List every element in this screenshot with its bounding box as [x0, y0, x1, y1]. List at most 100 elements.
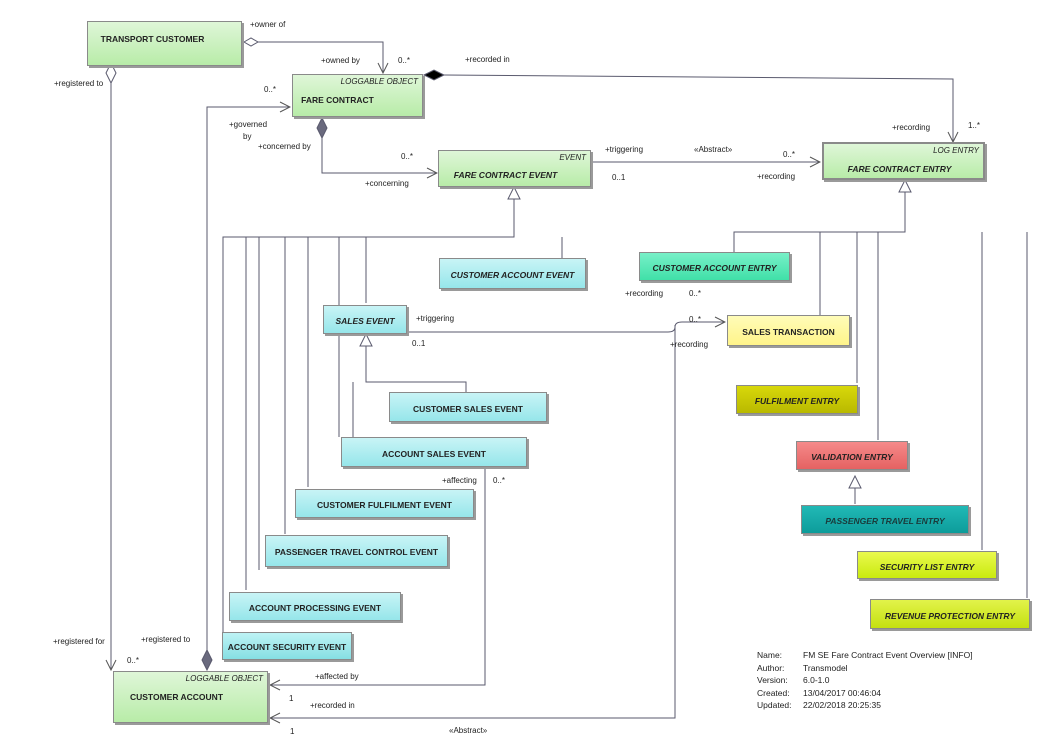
class-stereotype: LOGGABLE OBJECT [185, 674, 263, 683]
recording-label: +recording [892, 123, 931, 132]
class-name: VALIDATION ENTRY [811, 452, 893, 462]
customer-account-class[interactable]: LOGGABLE OBJECT CUSTOMER ACCOUNT [113, 671, 268, 723]
owner-diamond [242, 37, 260, 47]
multiplicity: 0..* [127, 656, 140, 665]
class-name: SALES EVENT [335, 316, 395, 326]
fulfilment-entry-class[interactable]: FULFILMENT ENTRY [736, 385, 858, 414]
multiplicity: 0..* [689, 315, 702, 324]
account-sales-event-class[interactable]: ACCOUNT SALES EVENT [341, 437, 527, 467]
sales-transaction-class[interactable]: SALES TRANSACTION [727, 315, 850, 346]
metadata-value: FM SE Fare Contract Event Overview [INFO… [803, 650, 973, 660]
passenger-travel-entry-class[interactable]: PASSENGER TRAVEL ENTRY [801, 505, 969, 534]
metadata-key: Name: [757, 650, 783, 660]
security-list-entry-class[interactable]: SECURITY LIST ENTRY [857, 551, 997, 579]
fare-contract-entry-class[interactable]: LOG ENTRY FARE CONTRACT ENTRY [822, 142, 985, 180]
multiplicity: 0..1 [412, 339, 426, 348]
multiplicity: 0..1 [612, 173, 626, 182]
multiplicity: 0..* [783, 150, 796, 159]
affecting-label: +affecting [442, 476, 477, 485]
recorded-in-connector [443, 74, 953, 142]
abstract-stereotype-label: «Abstract» [449, 726, 488, 735]
metadata-value: 6.0-1.0 [803, 675, 830, 685]
metadata-key: Author: [757, 662, 785, 673]
sales-triggering-connector [409, 322, 725, 333]
sales-event-class[interactable]: SALES EVENT [323, 305, 407, 334]
class-name: ACCOUNT PROCESSING EVENT [248, 603, 382, 613]
concerned-diamond [316, 116, 328, 140]
concerning-label: +concerning [365, 179, 409, 188]
metadata-row-version: Version:6.0-1.0 [757, 675, 973, 688]
metadata-key: Created: [757, 687, 790, 698]
recording-label: +recording [625, 289, 664, 298]
account-processing-event-class[interactable]: ACCOUNT PROCESSING EVENT [229, 592, 401, 621]
validation-generalisation-arrow [848, 474, 862, 489]
concerned-by-connector [321, 138, 437, 173]
multiplicity: 1 [289, 694, 294, 703]
class-name: CUSTOMER ACCOUNT [129, 692, 224, 702]
class-name: CUSTOMER SALES EVENT [413, 404, 523, 414]
recorded-in-diamond [422, 69, 446, 81]
class-name: SALES TRANSACTION [742, 327, 835, 337]
triggering-label: +triggering [605, 145, 644, 154]
account-security-event-class[interactable]: ACCOUNT SECURITY EVENT [222, 632, 352, 660]
multiplicity: 0..* [689, 289, 702, 298]
registered-to-label: +registered to [141, 635, 191, 644]
governed-by-label-2: by [243, 132, 252, 141]
metadata-row-author: Author: Transmodel [757, 663, 973, 676]
customer-fulfilment-event-class[interactable]: CUSTOMER FULFILMENT EVENT [295, 489, 474, 518]
recorded-in-label: +recorded in [465, 55, 510, 64]
multiplicity: 0..* [493, 476, 506, 485]
class-name: FARE CONTRACT [301, 95, 374, 105]
owner-of-connector [258, 41, 383, 73]
class-name: REVENUE PROTECTION ENTRY [884, 611, 1016, 621]
recording-connector [270, 325, 676, 718]
class-name: CUSTOMER ACCOUNT EVENT [450, 270, 575, 280]
recording-label: +recording [670, 340, 709, 349]
governed-by-connector [206, 107, 290, 650]
metadata-value: 22/02/2018 20:25:35 [803, 700, 881, 710]
registered-to-label: +registered to [54, 79, 104, 88]
entry-generalisation [733, 192, 1028, 598]
multiplicity: 1..* [968, 121, 981, 130]
class-stereotype: EVENT [559, 153, 586, 162]
class-stereotype: LOG ENTRY [933, 146, 979, 155]
governed-diamond [201, 648, 213, 672]
owner-of-label: +owner of [250, 20, 286, 29]
validation-entry-class[interactable]: VALIDATION ENTRY [796, 441, 908, 470]
fare-contract-event-class[interactable]: EVENT FARE CONTRACT EVENT [438, 150, 591, 187]
class-name: CUSTOMER FULFILMENT EVENT [317, 500, 452, 510]
class-name: FULFILMENT ENTRY [754, 396, 840, 406]
sales-generalisation [352, 346, 467, 437]
concerned-by-label: +concerned by [258, 142, 311, 151]
event-generalisation [222, 199, 563, 632]
class-name: FARE CONTRACT EVENT [453, 170, 558, 180]
metadata-row-updated: Updated:22/02/2018 20:25:35 [757, 700, 973, 713]
recorded-in-label: +recorded in [310, 701, 355, 710]
metadata-value: 13/04/2017 00:46:04 [803, 687, 881, 698]
class-name: PASSENGER TRAVEL ENTRY [825, 516, 945, 526]
class-name: PASSENGER TRAVEL CONTROL EVENT [274, 547, 439, 557]
diagram-metadata: Name: FM SE Fare Contract Event Overview … [757, 650, 973, 713]
class-name: FARE CONTRACT ENTRY [847, 164, 952, 174]
event-generalisation-arrow [507, 185, 521, 200]
customer-account-entry-class[interactable]: CUSTOMER ACCOUNT ENTRY [639, 252, 790, 281]
entry-generalisation-arrow [898, 178, 912, 193]
affected-by-label: +affected by [315, 672, 359, 681]
revenue-protection-entry-class[interactable]: REVENUE PROTECTION ENTRY [870, 599, 1030, 629]
fare-contract-class[interactable]: LOGGABLE OBJECT FARE CONTRACT [292, 74, 423, 117]
governed-by-label: +governed [229, 120, 268, 129]
class-name: ACCOUNT SALES EVENT [382, 449, 486, 459]
registered-for-label: +registered for [53, 637, 105, 646]
customer-sales-event-class[interactable]: CUSTOMER SALES EVENT [389, 392, 547, 422]
passenger-travel-control-event-class[interactable]: PASSENGER TRAVEL CONTROL EVENT [265, 535, 448, 567]
triggering-label: +triggering [416, 314, 455, 323]
abstract-stereotype-label: «Abstract» [694, 145, 733, 154]
registered-diamond [105, 61, 117, 85]
recording-label: +recording [757, 172, 796, 181]
metadata-value: Transmodel [803, 662, 848, 673]
customer-account-event-class[interactable]: CUSTOMER ACCOUNT EVENT [439, 258, 586, 289]
class-name: SECURITY LIST ENTRY [879, 562, 975, 572]
transport-customer-class[interactable]: TRANSPORT CUSTOMER [87, 21, 242, 66]
